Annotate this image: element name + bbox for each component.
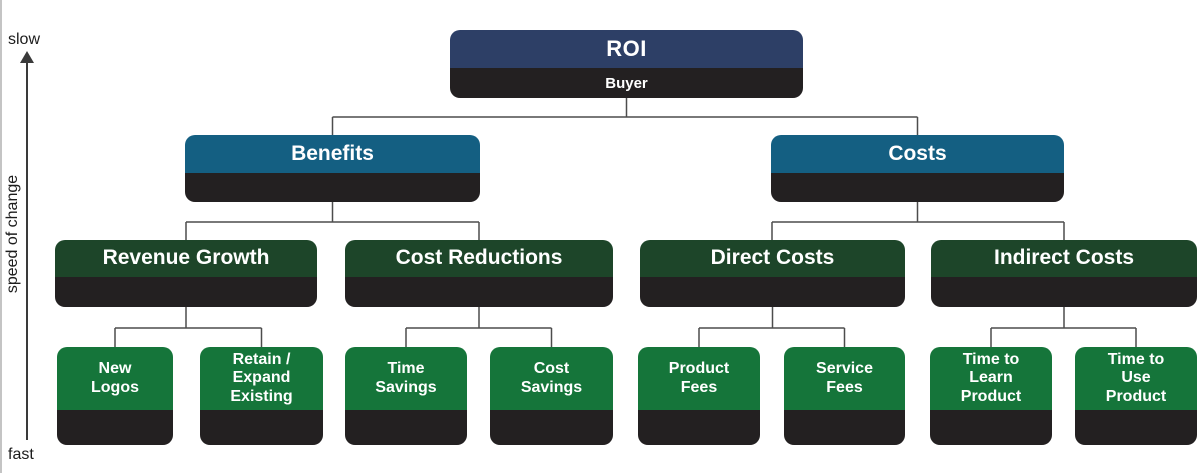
- node-benefits: Benefits: [185, 135, 480, 202]
- node-product-fees-title: Product Fees: [638, 347, 760, 410]
- node-time-savings-band: [345, 410, 467, 445]
- node-benefits-band: [185, 173, 480, 202]
- axis-top-label: slow: [8, 31, 41, 48]
- node-cost-reductions-band: [345, 277, 613, 307]
- node-indirect-costs: Indirect Costs: [931, 240, 1197, 307]
- node-roi-subtitle: Buyer: [450, 68, 803, 98]
- node-retain-expand-existing-title: Retain / Expand Existing: [200, 347, 323, 410]
- axis-arrow-line: [26, 62, 28, 440]
- axis-bottom-label: fast: [8, 446, 34, 463]
- node-roi: ROI Buyer: [450, 30, 803, 98]
- node-cost-reductions: Cost Reductions: [345, 240, 613, 307]
- node-time-savings-title: Time Savings: [345, 347, 467, 410]
- node-costs-title: Costs: [771, 135, 1064, 173]
- node-time-to-learn-product-band: [930, 410, 1052, 445]
- node-time-to-use-product: Time to Use Product: [1075, 347, 1197, 445]
- axis-title: speed of change: [4, 174, 21, 294]
- node-product-fees-band: [638, 410, 760, 445]
- node-service-fees-title: Service Fees: [784, 347, 905, 410]
- node-indirect-costs-band: [931, 277, 1197, 307]
- node-direct-costs-band: [640, 277, 905, 307]
- node-time-savings: Time Savings: [345, 347, 467, 445]
- node-service-fees: Service Fees: [784, 347, 905, 445]
- node-new-logos-title: New Logos: [57, 347, 173, 410]
- node-cost-savings-title: Cost Savings: [490, 347, 613, 410]
- node-benefits-title: Benefits: [185, 135, 480, 173]
- up-arrow-icon: [20, 51, 34, 63]
- node-retain-expand-existing: Retain / Expand Existing: [200, 347, 323, 445]
- node-time-to-learn-product: Time to Learn Product: [930, 347, 1052, 445]
- node-new-logos-band: [57, 410, 173, 445]
- node-product-fees: Product Fees: [638, 347, 760, 445]
- node-costs: Costs: [771, 135, 1064, 202]
- node-direct-costs: Direct Costs: [640, 240, 905, 307]
- node-revenue-growth-title: Revenue Growth: [55, 240, 317, 277]
- node-direct-costs-title: Direct Costs: [640, 240, 905, 277]
- node-revenue-growth: Revenue Growth: [55, 240, 317, 307]
- node-time-to-use-product-title: Time to Use Product: [1075, 347, 1197, 410]
- node-new-logos: New Logos: [57, 347, 173, 445]
- node-revenue-growth-band: [55, 277, 317, 307]
- left-border-line: [0, 0, 2, 473]
- node-roi-title: ROI: [450, 30, 803, 68]
- node-indirect-costs-title: Indirect Costs: [931, 240, 1197, 277]
- node-cost-savings-band: [490, 410, 613, 445]
- node-service-fees-band: [784, 410, 905, 445]
- node-time-to-use-product-band: [1075, 410, 1197, 445]
- node-time-to-learn-product-title: Time to Learn Product: [930, 347, 1052, 410]
- node-cost-savings: Cost Savings: [490, 347, 613, 445]
- node-retain-expand-existing-band: [200, 410, 323, 445]
- node-cost-reductions-title: Cost Reductions: [345, 240, 613, 277]
- node-costs-band: [771, 173, 1064, 202]
